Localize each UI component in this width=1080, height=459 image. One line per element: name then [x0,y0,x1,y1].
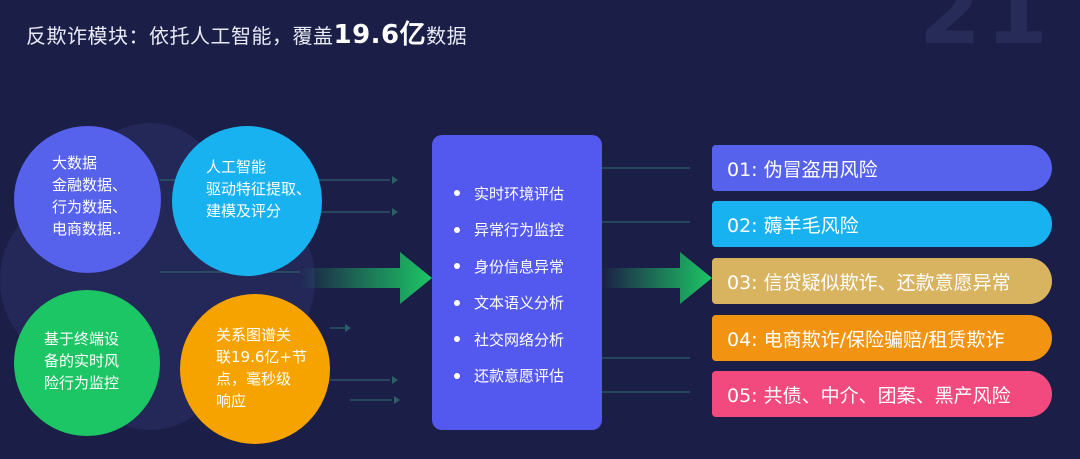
arrow-to-risks [602,252,712,304]
circle-terminal-monitoring: 基于终端设 备的实时风 险行为监控 [14,290,160,436]
bullet-icon [454,226,460,233]
circle-relation-graph: 关系图谱关 联19.6亿+节 点，毫秒级 响应 [180,294,330,444]
background-number: 21 [918,0,1052,65]
title-prefix: 反欺诈模块：依托人工智能，覆盖 [26,24,334,48]
circle-ai: 人工智能 驱动特征提取、 建模及评分 [172,126,322,276]
evaluation-item: 实时环境评估 [432,175,602,212]
right-connector-lines [602,167,690,393]
evaluation-item: 社交网络分析 [432,321,602,358]
circle-big-data: 大数据 金融数据、 行为数据、 电商数据.. [14,126,161,273]
bullet-icon [454,190,460,197]
arrow-to-center [300,252,432,304]
risk-item-01: 01: 伪冒盗用风险 [712,145,1052,191]
left-connector-arrowheads [345,176,400,404]
risk-item-03: 03: 信贷疑似欺诈、还款意愿异常 [712,258,1052,304]
risk-item-05: 05: 共债、中介、团案、黑产风险 [712,371,1052,417]
title-highlight: 19.6亿 [333,20,427,50]
page-title: 反欺诈模块：依托人工智能，覆盖19.6亿数据 [26,14,467,51]
evaluation-item: 文本语义分析 [432,285,602,322]
evaluation-box: 实时环境评估 异常行为监控 身份信息异常 文本语义分析 社交网络分析 还款意愿评… [432,135,602,430]
risk-item-04: 04: 电商欺诈/保险骗赔/租赁欺诈 [712,315,1052,361]
bullet-icon [454,263,460,270]
bullet-icon [454,372,460,379]
bullet-icon [454,299,460,306]
evaluation-item: 还款意愿评估 [432,358,602,395]
evaluation-item: 身份信息异常 [432,248,602,285]
evaluation-item: 异常行为监控 [432,212,602,249]
title-suffix: 数据 [426,24,468,48]
bullet-icon [454,336,460,343]
risk-item-02: 02: 薅羊毛风险 [712,201,1052,247]
